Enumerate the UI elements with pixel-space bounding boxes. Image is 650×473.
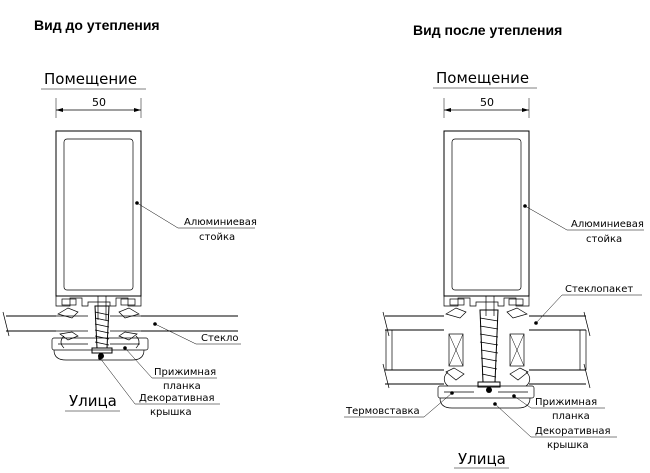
- right-pressure-plate-label-line1: Прижимная: [535, 397, 597, 408]
- left-title: Вид до утепления: [34, 17, 160, 33]
- left-cover-label-line1: Декоративная: [139, 393, 215, 404]
- right-street-label: Улица: [458, 450, 506, 468]
- left-post-label-line2: стойка: [199, 232, 235, 243]
- left-pressure-plate-label-line2: планка: [163, 381, 201, 392]
- left-dimension-value: 50: [92, 96, 106, 109]
- right-post-label-line1: Алюминиевая: [571, 219, 644, 230]
- left-pressure-plate-leader: [123, 346, 217, 379]
- left-view: Вид до утепления Помещение 50: [2, 17, 257, 418]
- right-title: Вид после утепления: [413, 22, 562, 38]
- left-glass-leader: [153, 322, 241, 345]
- left-room-label: Помещение: [44, 70, 137, 88]
- right-clamping-assembly: [437, 307, 535, 409]
- left-cover-leader: [98, 356, 220, 405]
- right-post-base: [443, 296, 530, 316]
- right-glazing-unit-label: Стеклопакет: [565, 284, 633, 295]
- left-aluminium-post: [55, 130, 142, 297]
- right-glazing-unit: [382, 311, 591, 389]
- right-thermal-insert-leader: [344, 391, 454, 418]
- right-dimension-value: 50: [480, 96, 494, 109]
- left-glass-label: Стекло: [201, 333, 239, 344]
- right-cover-label-line1: Декоративная: [535, 426, 611, 437]
- right-cover-leader: [493, 402, 617, 438]
- left-clamping-assembly: [51, 305, 149, 361]
- right-dimension: 50: [443, 96, 530, 118]
- left-post-leader: [135, 201, 255, 229]
- right-aluminium-post: [443, 130, 530, 297]
- right-room-label: Помещение: [436, 69, 529, 87]
- right-post-leader: [523, 204, 644, 231]
- right-view: Вид после утепления Помещение 50: [344, 22, 644, 469]
- left-post-label-line1: Алюминиевая: [184, 217, 257, 228]
- right-cover-label-line2: крышка: [547, 440, 589, 451]
- right-post-label-line2: стойка: [586, 234, 622, 245]
- left-street-label: Улица: [69, 392, 117, 410]
- right-pressure-plate-leader: [512, 394, 605, 409]
- left-pressure-plate-label-line1: Прижимная: [154, 367, 216, 378]
- right-spacers: [448, 333, 525, 367]
- right-screw-head: [486, 387, 492, 393]
- right-pressure-plate-label-line2: планка: [552, 411, 590, 422]
- right-thermal-insert-label: Термовставка: [345, 406, 420, 417]
- right-glazing-unit-leader: [534, 294, 642, 325]
- left-glass: [2, 311, 238, 337]
- left-cover-label-line2: крышка: [150, 407, 192, 418]
- left-dimension: 50: [55, 96, 142, 118]
- left-post-base: [55, 296, 142, 320]
